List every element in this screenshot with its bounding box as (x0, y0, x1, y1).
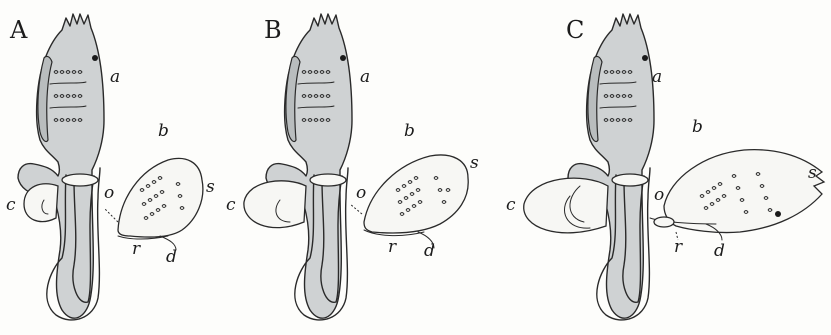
label-o-a: o (104, 183, 114, 203)
label-a-c: a (652, 67, 662, 87)
label-r-a: r (132, 239, 141, 259)
eye-spot-a (92, 55, 98, 61)
panel-c: C a b s c o r d (506, 14, 824, 320)
stolon-ring-a (62, 174, 98, 186)
stolon-ring-c (612, 174, 648, 186)
panel-letter-c: C (566, 16, 584, 44)
parent-zooid-c (568, 14, 654, 318)
stolon-ring-small-c (654, 217, 674, 227)
label-o-b: o (356, 183, 366, 203)
bud-zooid-a (118, 158, 203, 237)
label-o-c: o (654, 185, 664, 205)
panel-a: A a b (6, 14, 215, 320)
parent-zooid-b (266, 14, 352, 318)
label-a-b: a (360, 67, 370, 87)
label-b-b: b (404, 121, 415, 141)
eye-spot-c (642, 55, 648, 61)
label-b-c: b (692, 117, 703, 137)
atrial-c-c (524, 178, 608, 233)
atrial-c-a (24, 184, 58, 222)
label-r-b: r (388, 237, 397, 257)
label-d-b: d (424, 241, 435, 261)
label-d-a: d (166, 247, 177, 267)
label-c-a: c (6, 195, 16, 215)
panel-letter-b: B (264, 16, 282, 44)
label-s-a: s (206, 177, 215, 197)
leader-o-b (350, 204, 362, 214)
label-d-c: d (714, 241, 725, 261)
bud-eye-spot-c (775, 211, 781, 217)
stolon-ring-b (310, 174, 346, 186)
label-c-b: c (226, 195, 236, 215)
label-c-c: c (506, 195, 516, 215)
panel-b: B a b s c o r d (226, 14, 479, 320)
label-a-a: a (110, 67, 120, 87)
label-b-a: b (158, 121, 169, 141)
atrial-c-b (244, 181, 306, 228)
panel-letter-a: A (9, 16, 28, 44)
label-s-b: s (470, 153, 479, 173)
label-r-c: r (674, 237, 683, 257)
parent-zooid-a (18, 14, 104, 318)
bud-zooid-c (664, 150, 824, 233)
eye-spot-b (340, 55, 346, 61)
leader-o-a (104, 208, 118, 222)
label-s-c: s (808, 163, 817, 183)
bud-zooid-b (364, 155, 468, 233)
